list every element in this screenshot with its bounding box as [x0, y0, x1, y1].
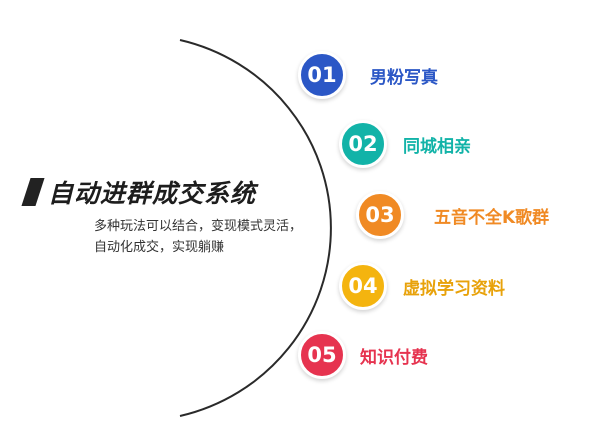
page-title: 自动进群成交系统	[48, 179, 257, 208]
step-label: 同城相亲	[403, 136, 471, 157]
step-number-badge: 02	[339, 120, 387, 168]
step-number-badge: 03	[356, 191, 404, 239]
step-number-badge: 01	[298, 51, 346, 99]
step-label: 知识付费	[360, 347, 428, 368]
title-block: 自动进群成交系统 多种玩法可以结合，变现模式灵活，自动化成交，实现躺赚	[21, 174, 322, 255]
step-label: 虚拟学习资料	[403, 278, 505, 299]
step-label: 五音不全K歌群	[434, 207, 550, 228]
step-number-badge: 05	[298, 331, 346, 379]
step-item-02: 02 同城相亲	[339, 120, 471, 168]
step-label: 男粉写真	[370, 67, 438, 88]
description-text: 多种玩法可以结合，变现模式灵活，自动化成交，实现躺赚	[94, 219, 303, 255]
step-item-01: 01 男粉写真	[298, 51, 438, 99]
step-item-04: 04 虚拟学习资料	[339, 262, 505, 310]
slash-mark-icon	[21, 178, 45, 206]
step-number-badge: 04	[339, 262, 387, 310]
step-item-05: 05 知识付费	[298, 331, 428, 379]
step-item-03: 03 五音不全K歌群	[356, 191, 549, 239]
